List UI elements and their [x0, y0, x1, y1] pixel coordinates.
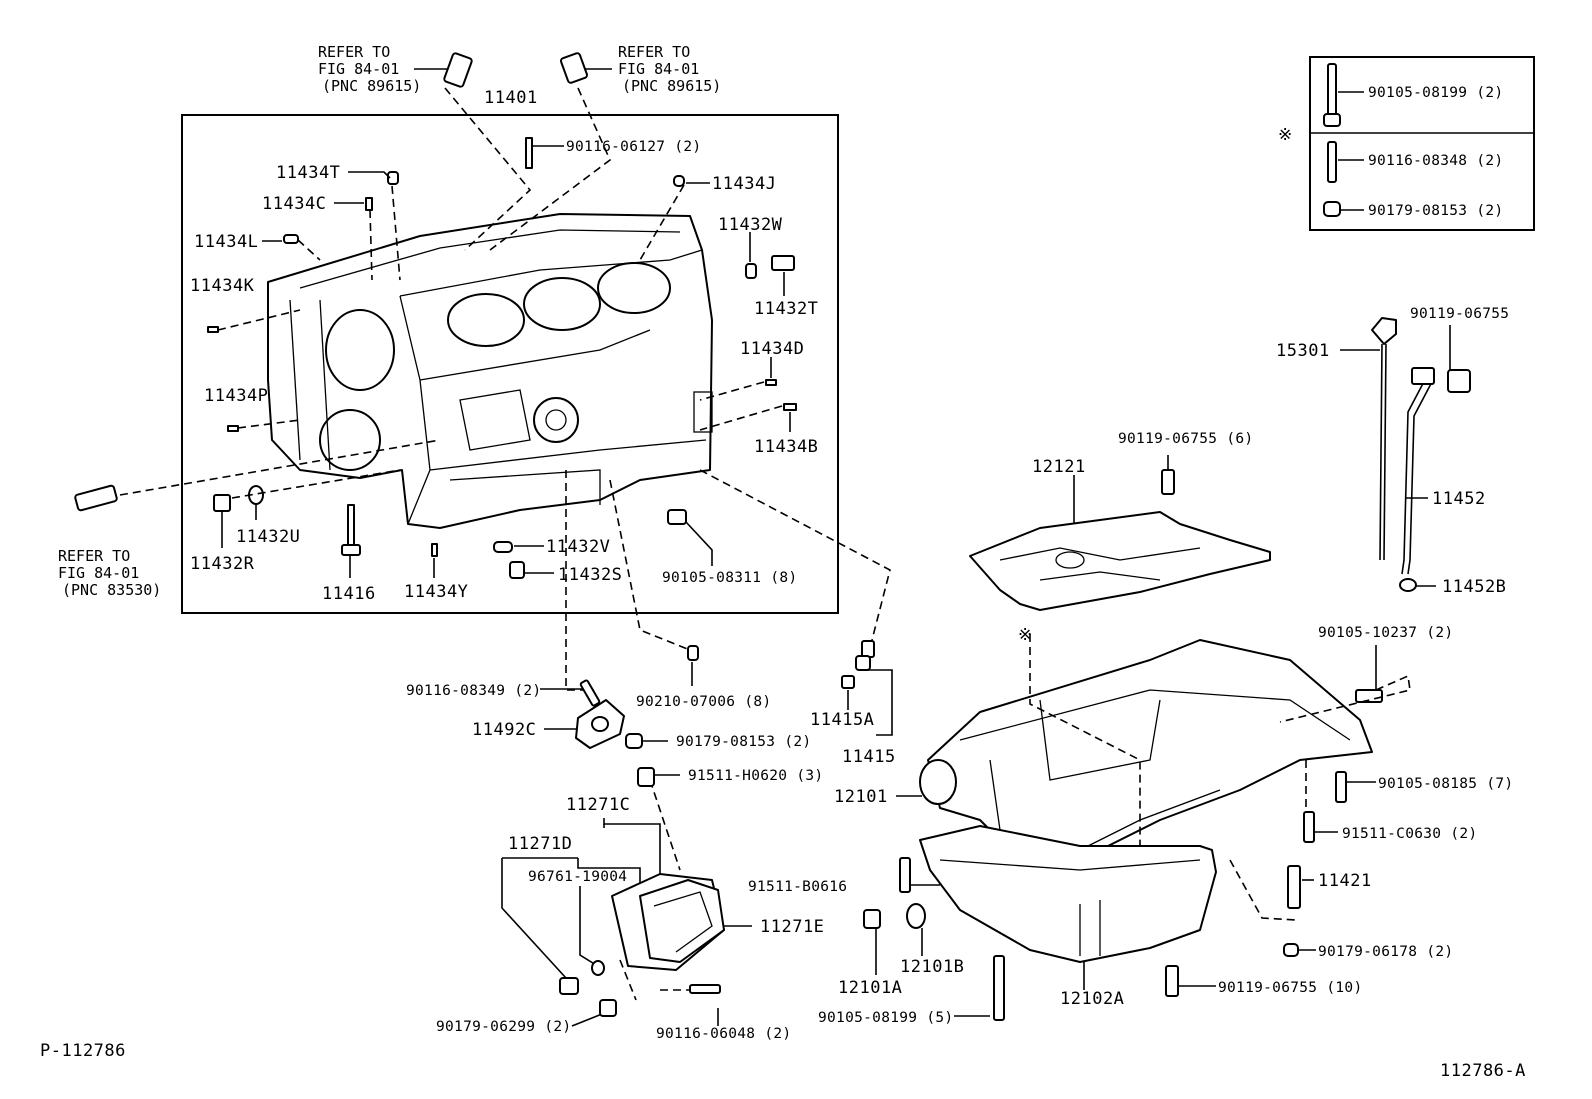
label-90179-08153-block: 90179-08153 (2)	[676, 734, 811, 750]
label-11434L: 11434L	[194, 232, 258, 252]
label-11434D: 11434D	[740, 339, 804, 359]
label-11432S: 11432S	[558, 565, 622, 585]
label-11434K: 11434K	[190, 276, 255, 296]
refer-top-right-line2: FIG 84-01	[618, 60, 699, 78]
label-11432U: 11432U	[236, 527, 300, 547]
label-90105-08199-5: 90105-08199 (5)	[818, 1010, 953, 1026]
diagram-id: P-112786	[40, 1041, 126, 1061]
refer-top-left-line2: FIG 84-01	[318, 60, 399, 78]
label-11432V: 11432V	[546, 537, 610, 557]
label-96761-19004: 96761-19004	[528, 869, 627, 885]
oil-pan-drawing	[919, 511, 1373, 963]
label-11434J: 11434J	[712, 174, 776, 194]
dashed-leaders-block	[119, 87, 891, 1001]
label-11432R: 11432R	[190, 554, 255, 574]
refer-top-left-line3: (PNC 89615)	[322, 77, 421, 95]
label-11271E: 11271E	[760, 917, 824, 937]
label-12101B: 12101B	[900, 957, 964, 977]
label-11415A: 11415A	[810, 710, 874, 730]
refer-top-right-line3: (PNC 89615)	[622, 77, 721, 95]
refer-top-left-line1: REFER TO	[318, 43, 390, 61]
label-11271C: 11271C	[566, 795, 630, 815]
inset-item-1: 90105-08199 (2)	[1368, 85, 1503, 101]
label-90119-06755-10: 90119-06755 (10)	[1218, 980, 1362, 996]
label-90116-06127: 90116-06127 (2)	[566, 139, 701, 155]
label-11452: 11452	[1432, 489, 1486, 509]
label-91511-C0630: 91511-C0630 (2)	[1342, 826, 1477, 842]
label-11452B: 11452B	[1442, 577, 1506, 597]
refer-left-line1: REFER TO	[58, 547, 130, 565]
label-11434C: 11434C	[262, 194, 326, 214]
label-90179-06178: 90179-06178 (2)	[1318, 944, 1453, 960]
inset-item-2: 90116-08348 (2)	[1368, 153, 1503, 169]
cylinder-block-drawing	[267, 213, 713, 529]
inset-reference-mark: ※	[1278, 125, 1293, 145]
dipstick-parts	[1371, 317, 1471, 592]
label-11415: 11415	[842, 747, 896, 767]
refer-left-line3: (PNC 83530)	[62, 581, 161, 599]
label-91511-H0620: 91511-H0620 (3)	[688, 768, 823, 784]
label-11401: 11401	[484, 88, 538, 108]
label-90105-08311: 90105-08311 (8)	[662, 570, 797, 586]
label-12101A: 12101A	[838, 978, 902, 998]
engine-block-group-box	[181, 114, 839, 614]
label-90119-06755: 90119-06755	[1410, 306, 1509, 322]
label-12101: 12101	[834, 787, 888, 807]
label-90116-08349: 90116-08349 (2)	[406, 683, 541, 699]
label-90116-06048: 90116-06048 (2)	[656, 1026, 791, 1042]
label-11416: 11416	[322, 584, 376, 604]
leader-lines	[221, 68, 1451, 1027]
label-11271D: 11271D	[508, 834, 572, 854]
label-90119-06755-6: 90119-06755 (6)	[1118, 431, 1253, 447]
refer-left-line2: FIG 84-01	[58, 564, 139, 582]
label-11432W: 11432W	[718, 215, 783, 235]
label-11434P: 11434P	[204, 386, 268, 406]
label-15301: 15301	[1276, 341, 1330, 361]
text-labels: REFER TO FIG 84-01 (PNC 89615) REFER TO …	[40, 43, 1526, 1081]
label-11434Y: 11434Y	[404, 582, 468, 602]
reference-mark-pan: ※	[1018, 625, 1033, 645]
label-11434B: 11434B	[754, 437, 818, 457]
refer-top-right-line1: REFER TO	[618, 43, 690, 61]
oil-filter-bracket-parts	[559, 640, 875, 1017]
figure-code: 112786-A	[1440, 1061, 1526, 1081]
label-91511-B0616: 91511-B0616	[748, 879, 847, 895]
oil-pressure-switch-parts	[74, 52, 588, 512]
block-small-parts	[207, 137, 797, 579]
label-12121: 12121	[1032, 457, 1086, 477]
oil-pan-hardware	[863, 469, 1411, 1021]
label-12102A: 12102A	[1060, 989, 1124, 1009]
label-11421: 11421	[1318, 871, 1372, 891]
label-90179-06299: 90179-06299 (2)	[436, 1019, 571, 1035]
inset-box	[1309, 56, 1535, 231]
label-90210-07006: 90210-07006 (8)	[636, 694, 771, 710]
label-11434T: 11434T	[276, 163, 340, 183]
inset-item-3: 90179-08153 (2)	[1368, 203, 1503, 219]
label-90105-08185: 90105-08185 (7)	[1378, 776, 1513, 792]
label-90105-10237: 90105-10237 (2)	[1318, 625, 1453, 641]
label-11432T: 11432T	[754, 299, 818, 319]
label-11492C: 11492C	[472, 720, 536, 740]
